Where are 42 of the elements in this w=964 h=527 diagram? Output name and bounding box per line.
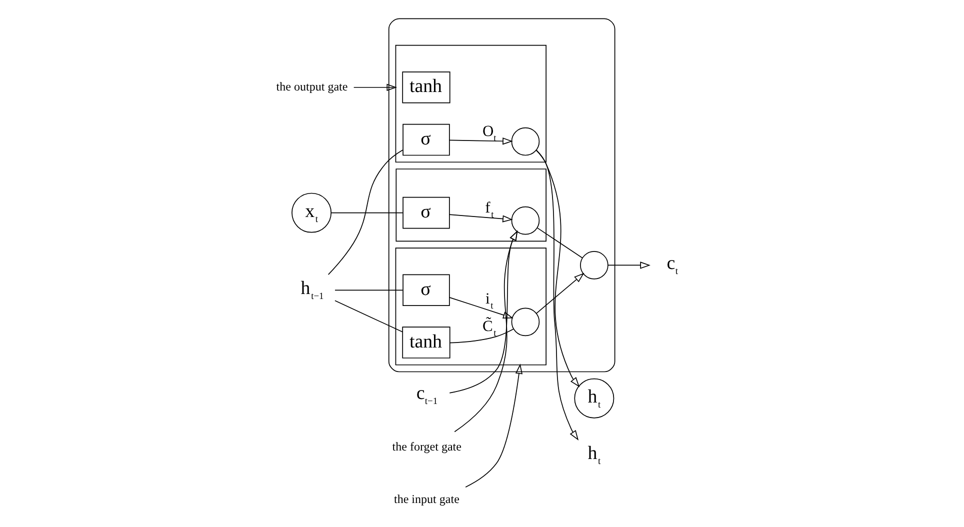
edge-label: i$_{t}$ <box>485 290 493 312</box>
cluster <box>388 18 615 372</box>
node-text: the forget gate <box>392 440 461 454</box>
node-box: σ <box>402 196 450 229</box>
node-circle: h$_{t}$ <box>574 378 614 418</box>
connector <box>448 328 514 344</box>
node-box: tanh <box>402 326 450 358</box>
node-text: h$_{t−1}$ <box>300 278 324 302</box>
arrow <box>535 150 578 440</box>
node-circle <box>510 127 540 156</box>
connector <box>327 150 403 276</box>
arrow <box>607 262 650 269</box>
arrow <box>454 230 518 432</box>
connector <box>334 290 403 291</box>
arrow <box>448 214 512 222</box>
cluster <box>394 44 546 163</box>
arrow <box>448 230 518 394</box>
node-box: σ <box>402 124 450 156</box>
node-box: tanh <box>402 71 450 104</box>
node-text: the output gate <box>276 80 348 94</box>
connector <box>330 212 403 214</box>
node-circle <box>510 308 540 336</box>
cluster <box>394 248 546 366</box>
edge-label: O$_{t}$ <box>482 122 496 144</box>
arrow <box>448 297 513 318</box>
arrow <box>448 138 512 145</box>
edge-label: f$_{t}$ <box>484 199 494 220</box>
arrow <box>536 272 584 314</box>
node-text: the input gate <box>394 492 459 506</box>
arrow <box>464 364 522 488</box>
node-circle <box>510 206 540 235</box>
node-text: c$_{t}$ <box>666 253 678 278</box>
node-box: σ <box>402 274 450 306</box>
arrow <box>535 150 580 388</box>
connector <box>536 228 582 258</box>
connector <box>334 300 402 332</box>
node-circle <box>580 251 608 280</box>
edge-label: C̃$_{t}$ <box>482 318 496 339</box>
arrow <box>352 84 397 91</box>
node-circle: x$_{t}$ <box>291 192 332 233</box>
node-text: h$_{t}$ <box>587 443 600 468</box>
node-text: c$_{t−1}$ <box>416 382 438 407</box>
